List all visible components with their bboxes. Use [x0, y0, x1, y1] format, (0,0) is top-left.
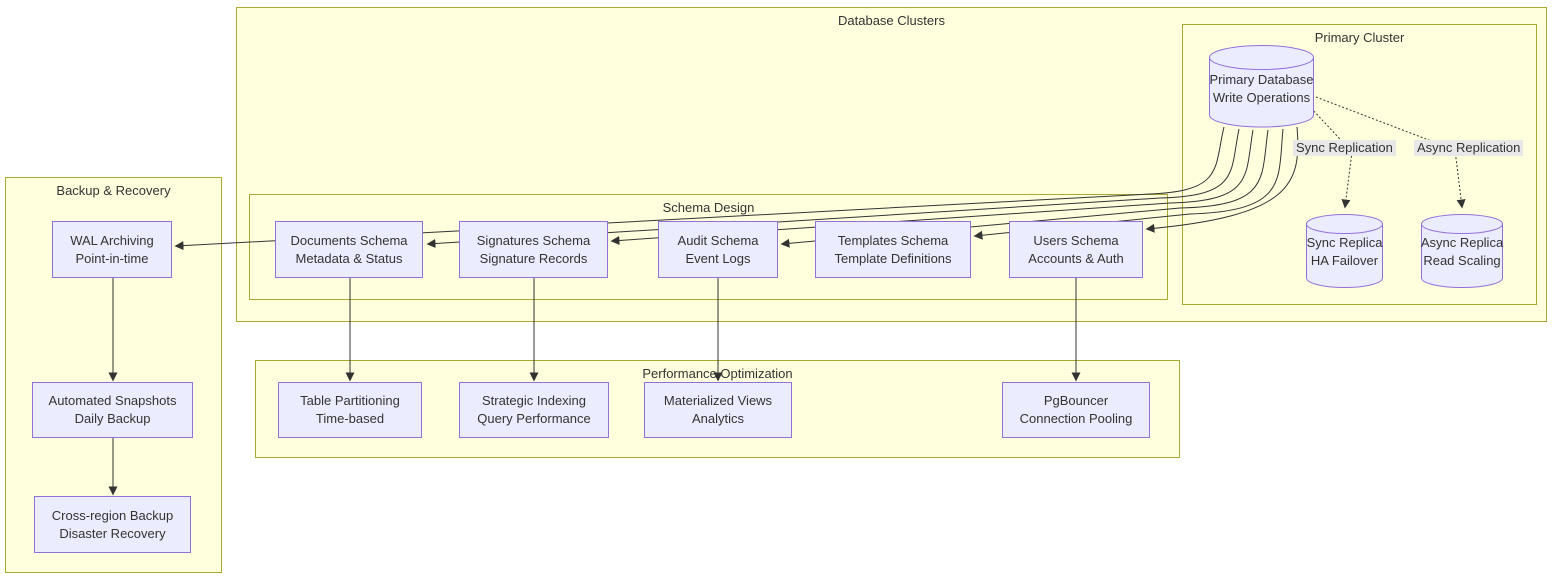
cylinder-shape: [1306, 214, 1383, 288]
container-title-schema-design: Schema Design: [662, 200, 755, 215]
edge-primary-to-audit: [780, 129, 1269, 248]
node-label-line2: Accounts & Auth: [1028, 250, 1124, 266]
node-label-line2: Connection Pooling: [1019, 411, 1133, 426]
node-async-replica: Async Replica Read Scaling: [1421, 214, 1503, 289]
node-label-line2: Disaster Recovery: [59, 525, 166, 541]
edge-primary-to-wal: [174, 126, 1225, 251]
node-label-line2: Metadata & Status: [295, 250, 403, 266]
node-label-line2: Event Logs: [685, 250, 751, 266]
node-signatures-schema: Signatures Schema Signature Records: [459, 221, 608, 278]
container-title-database-clusters: Database Clusters: [838, 13, 945, 28]
node-label-line2: Analytics: [691, 411, 745, 426]
cylinder-shape: [1209, 45, 1314, 128]
edge-primary-to-sync-replica: [1310, 107, 1353, 209]
node-label-line1: Cross-region Backup: [51, 507, 174, 523]
node-templates-schema: Templates Schema Template Definitions: [815, 221, 971, 278]
edge-label-async-replication: Async Replication: [1414, 140, 1524, 156]
cylinder-shape: [1421, 214, 1503, 288]
node-label-line1: WAL Archiving: [70, 232, 154, 248]
node-table-partitioning: Table Partitioning Time-based: [278, 382, 422, 438]
node-automated-snapshots: Automated Snapshots Daily Backup: [32, 382, 193, 438]
node-pgbouncer: PgBouncer Connection Pooling: [1002, 382, 1150, 438]
node-wal-archiving: WAL Archiving Point-in-time: [52, 221, 172, 278]
edge-label-sync-replication: Sync Replication: [1293, 140, 1396, 156]
node-label-line1: Async Replica: [1420, 235, 1504, 250]
node-label-line1: Primary Database: [1209, 72, 1314, 87]
node-label-line2: Daily Backup: [74, 411, 151, 426]
node-label-line1: Users Schema: [1033, 232, 1119, 248]
node-primary-database: Primary Database Write Operations: [1209, 45, 1314, 128]
container-title-backup-recovery: Backup & Recovery: [56, 183, 171, 198]
node-label-line2: Read Scaling: [1423, 253, 1501, 268]
node-label-line2: Time-based: [315, 411, 385, 426]
edge-primary-to-documents: [426, 128, 1240, 249]
node-label-line1: Audit Schema: [677, 232, 759, 248]
node-label-line1: Sync Replica: [1306, 235, 1383, 250]
node-strategic-indexing: Strategic Indexing Query Performance: [459, 382, 609, 438]
node-sync-replica: Sync Replica HA Failover: [1306, 214, 1383, 289]
node-label-line1: Documents Schema: [290, 232, 408, 248]
node-label-line2: Query Performance: [477, 411, 591, 426]
node-users-schema: Users Schema Accounts & Auth: [1009, 221, 1143, 278]
node-label-line2: Template Definitions: [834, 250, 952, 266]
container-title-primary-cluster: Primary Cluster: [1314, 30, 1405, 45]
node-label-line2: Write Operations: [1212, 90, 1311, 105]
node-documents-schema: Documents Schema Metadata & Status: [275, 221, 423, 278]
edge-primary-to-signatures: [610, 129, 1254, 245]
node-label-line2: Point-in-time: [75, 250, 149, 266]
node-label-line1: Table Partitioning: [300, 393, 400, 408]
node-label-line2: HA Failover: [1310, 253, 1379, 268]
edge-primary-to-templates: [973, 128, 1284, 240]
edge-primary-to-users: [1145, 126, 1299, 233]
node-label-line2: Signature Records: [479, 250, 588, 266]
node-materialized-views: Materialized Views Analytics: [644, 382, 792, 438]
node-label-line1: Signatures Schema: [476, 232, 591, 248]
node-label-line1: PgBouncer: [1043, 393, 1109, 408]
node-audit-schema: Audit Schema Event Logs: [658, 221, 778, 278]
node-label-line1: Materialized Views: [663, 393, 773, 408]
node-label-line1: Automated Snapshots: [48, 393, 177, 408]
node-label-line1: Strategic Indexing: [481, 393, 587, 408]
node-cross-region-backup: Cross-region Backup Disaster Recovery: [34, 496, 191, 553]
node-label-line1: Templates Schema: [837, 232, 949, 248]
